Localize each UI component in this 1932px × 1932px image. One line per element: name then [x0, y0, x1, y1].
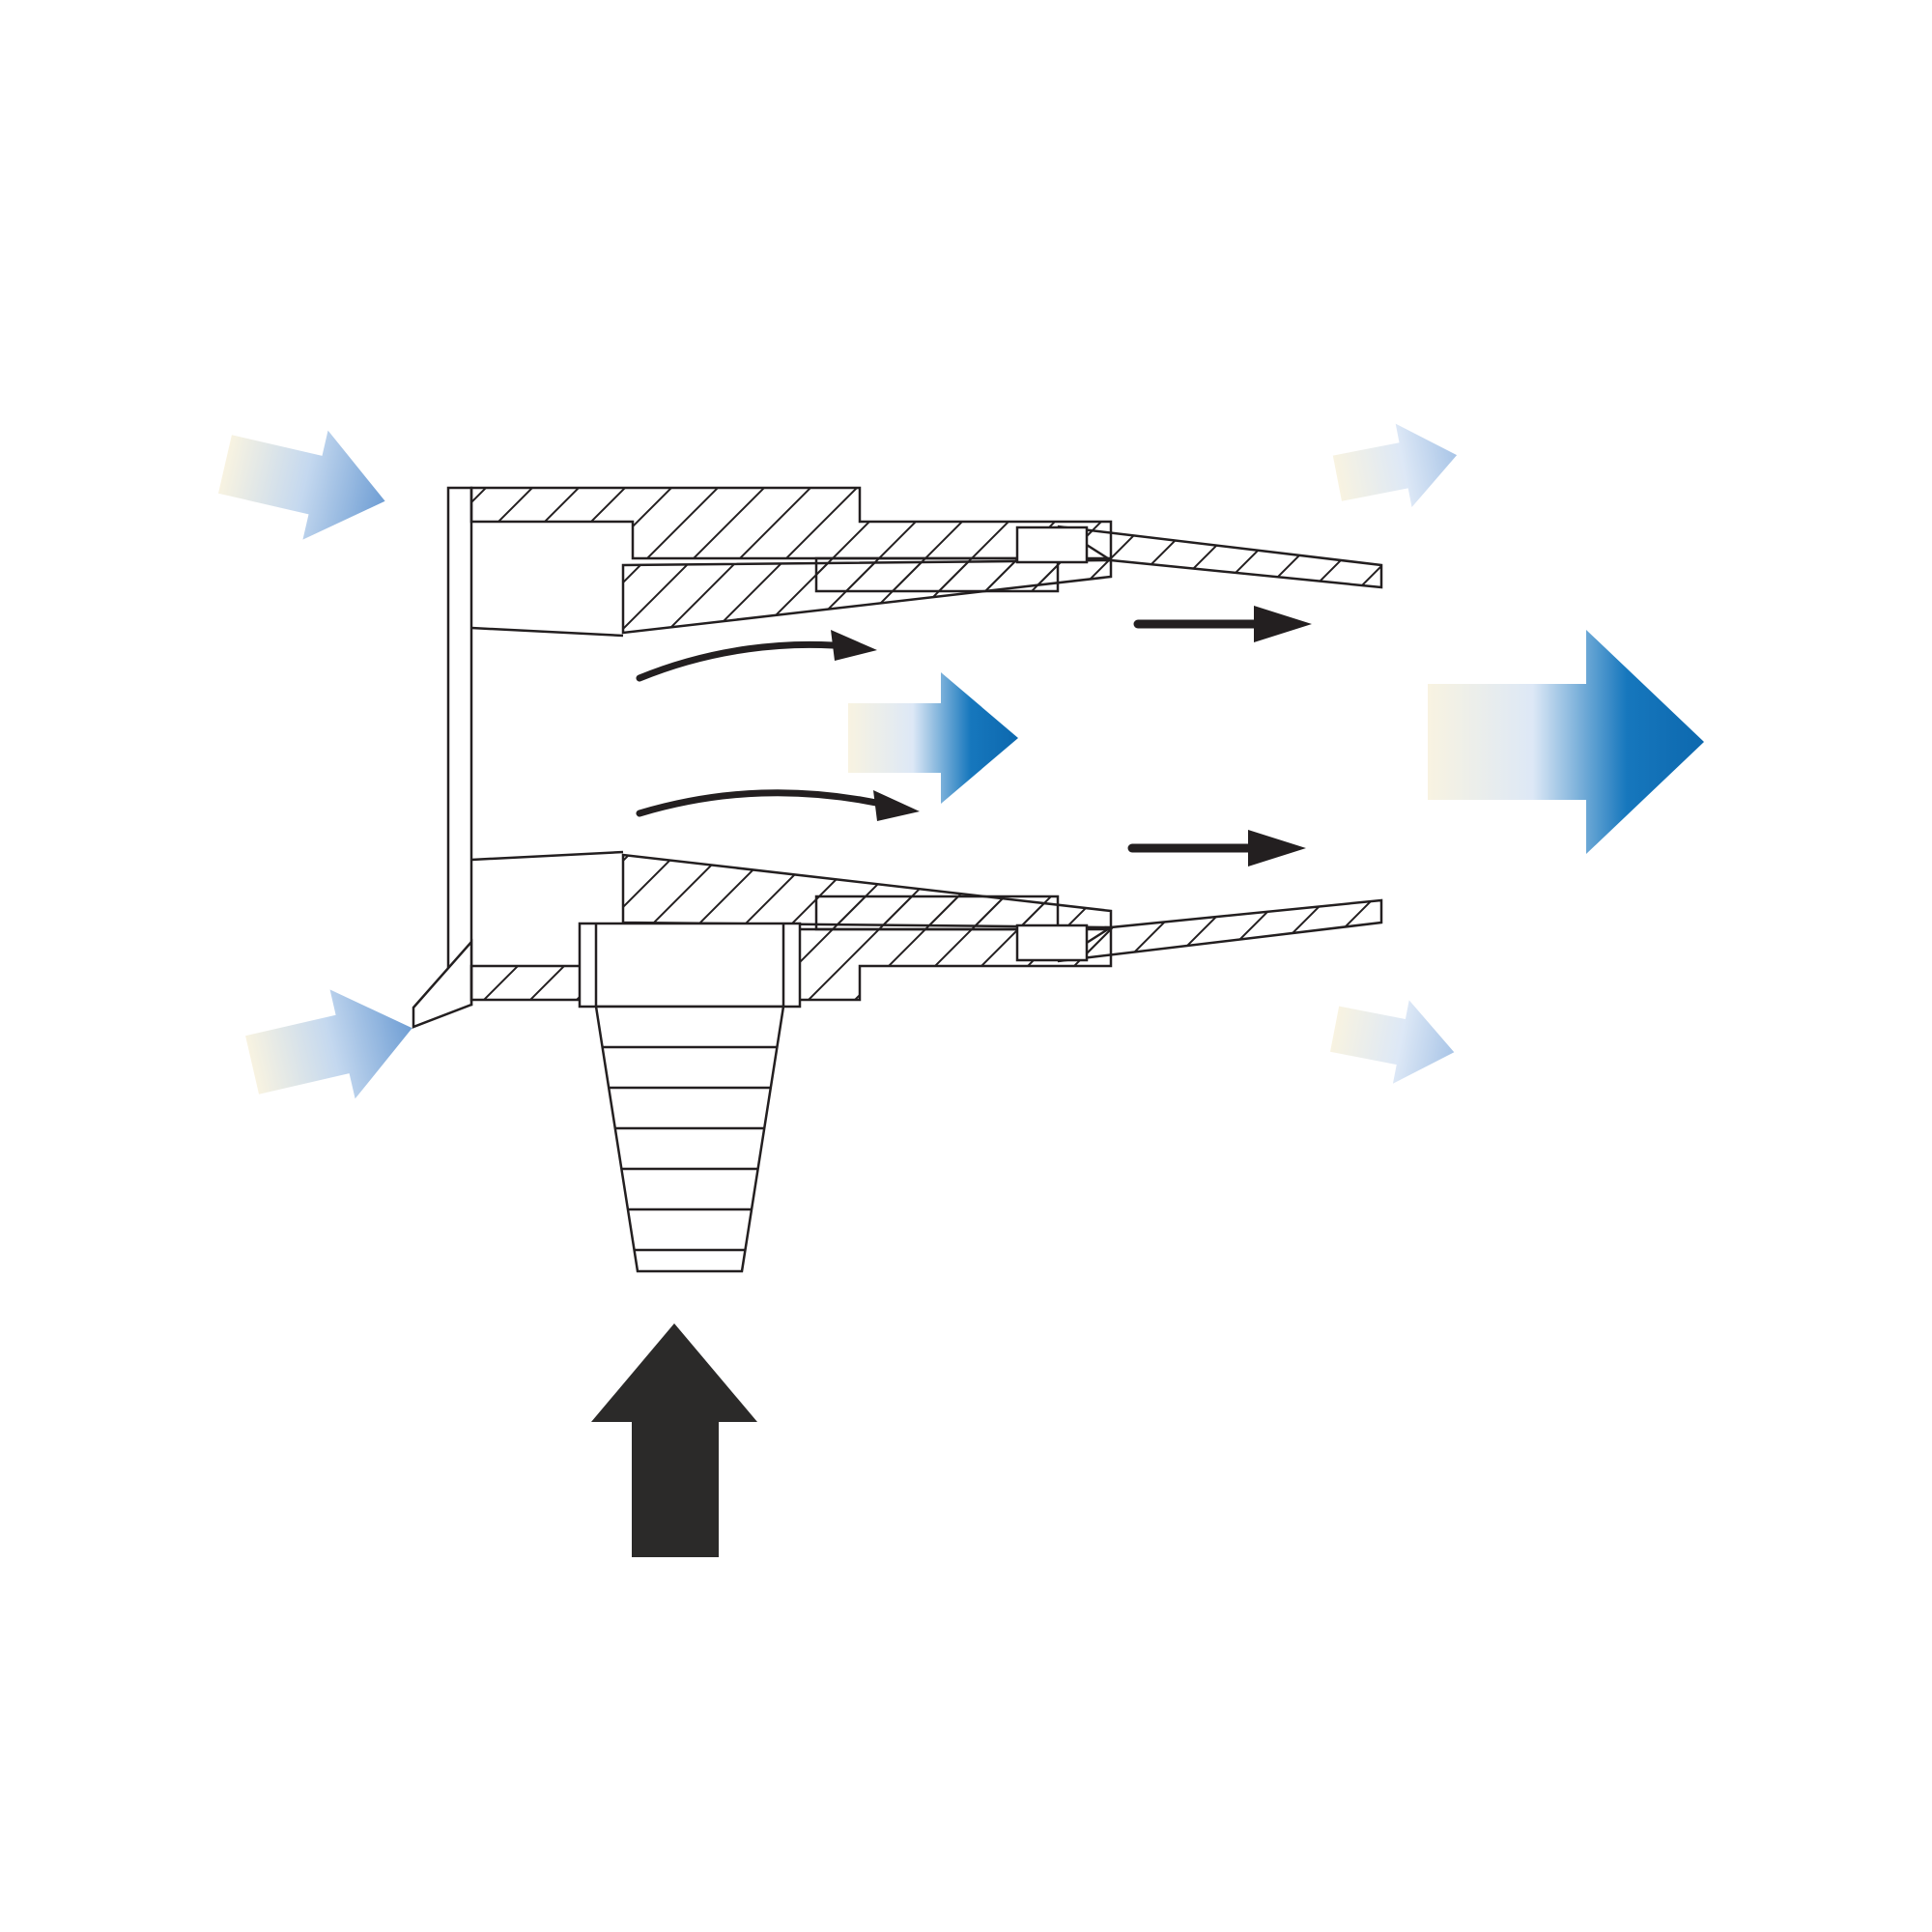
- outflow-arrow-bottom-right: [1330, 1000, 1455, 1084]
- curved-flow-arrow-bottom: [636, 789, 902, 817]
- core-flow-arrow-center: [848, 672, 1018, 804]
- outlet-cone-bottom: [1057, 898, 1383, 963]
- inflow-arrow-bottom-left: [245, 989, 412, 1099]
- barb-ridges: [603, 1045, 777, 1252]
- barb-flange: [578, 922, 802, 1009]
- inflow-arrow-top-left-shape: [217, 430, 385, 540]
- curved-flow-arrowhead-bottom: [873, 790, 920, 821]
- bell-left-face: [446, 486, 473, 1007]
- bell-interior-lines: [470, 626, 624, 862]
- straight-flow-arrowhead-top: [1254, 606, 1312, 642]
- inflow-arrow-top-left: [217, 430, 385, 540]
- straight-flow-arrowhead-bottom: [1248, 830, 1306, 867]
- inlet-flow-arrow-up: [591, 1323, 757, 1557]
- inflow-arrow-bottom-left-shape: [245, 989, 412, 1099]
- outflow-arrow-right: [1428, 630, 1704, 854]
- inner-nozzle-top: [621, 558, 1113, 635]
- internal-flow-arrows: [636, 606, 1312, 867]
- detent-block-bottom: [1015, 923, 1089, 962]
- barb-flange-inner-lines: [594, 923, 785, 1007]
- inner-nozzle-bottom: [621, 853, 1113, 929]
- barb-stem: [594, 1005, 785, 1273]
- outflow-arrow-bottom-right-shape: [1330, 1000, 1455, 1084]
- hose-barb-inlet: [578, 922, 802, 1273]
- detent-block-top: [1015, 526, 1089, 564]
- outflow-arrow-top-right: [1332, 423, 1458, 508]
- curved-flow-arrowhead-top: [831, 630, 877, 661]
- ejector-body-cross-section: [412, 486, 1383, 1273]
- curved-flow-arrow-top: [636, 640, 860, 682]
- outlet-cone-top: [1057, 525, 1383, 589]
- outflow-arrow-top-right-shape: [1332, 423, 1458, 508]
